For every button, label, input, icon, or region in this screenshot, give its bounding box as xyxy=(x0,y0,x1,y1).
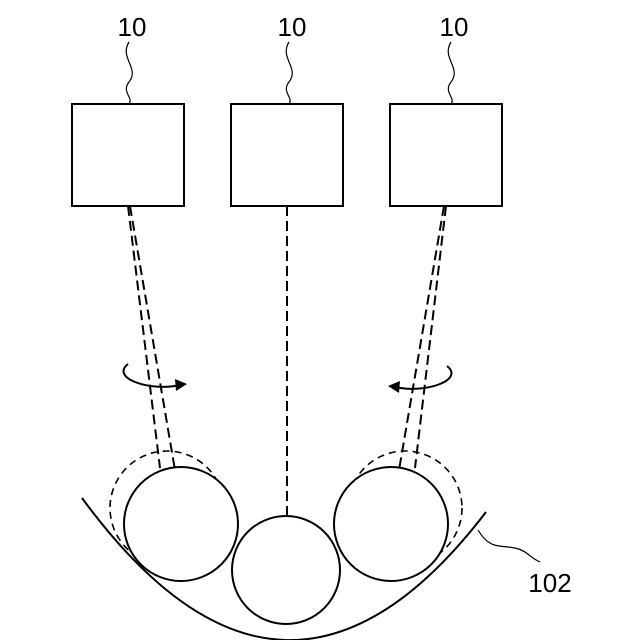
device-label-right: 10 xyxy=(440,12,469,42)
device-label-center: 10 xyxy=(278,12,307,42)
rotation-arrowhead-left xyxy=(175,379,187,391)
device-leader-left xyxy=(126,42,132,104)
rotation-arrow-right xyxy=(395,366,451,389)
device-box-left xyxy=(72,104,184,206)
device-leader-right xyxy=(448,42,454,104)
container-label: 102 xyxy=(528,568,571,598)
beam-right-inner xyxy=(398,206,444,476)
container-leader xyxy=(478,530,540,562)
ball-left xyxy=(124,467,238,581)
rotation-arrowhead-right xyxy=(388,381,400,393)
beam-right-outer xyxy=(415,206,446,468)
device-leader-center xyxy=(286,42,292,104)
rotation-arrow-left xyxy=(124,364,180,387)
beam-left-outer xyxy=(128,206,160,468)
ball-right xyxy=(334,467,448,581)
device-label-left: 10 xyxy=(118,12,147,42)
beam-left-inner xyxy=(130,206,176,476)
ball-center xyxy=(232,516,340,624)
device-box-right xyxy=(390,104,502,206)
device-box-center xyxy=(231,104,343,206)
